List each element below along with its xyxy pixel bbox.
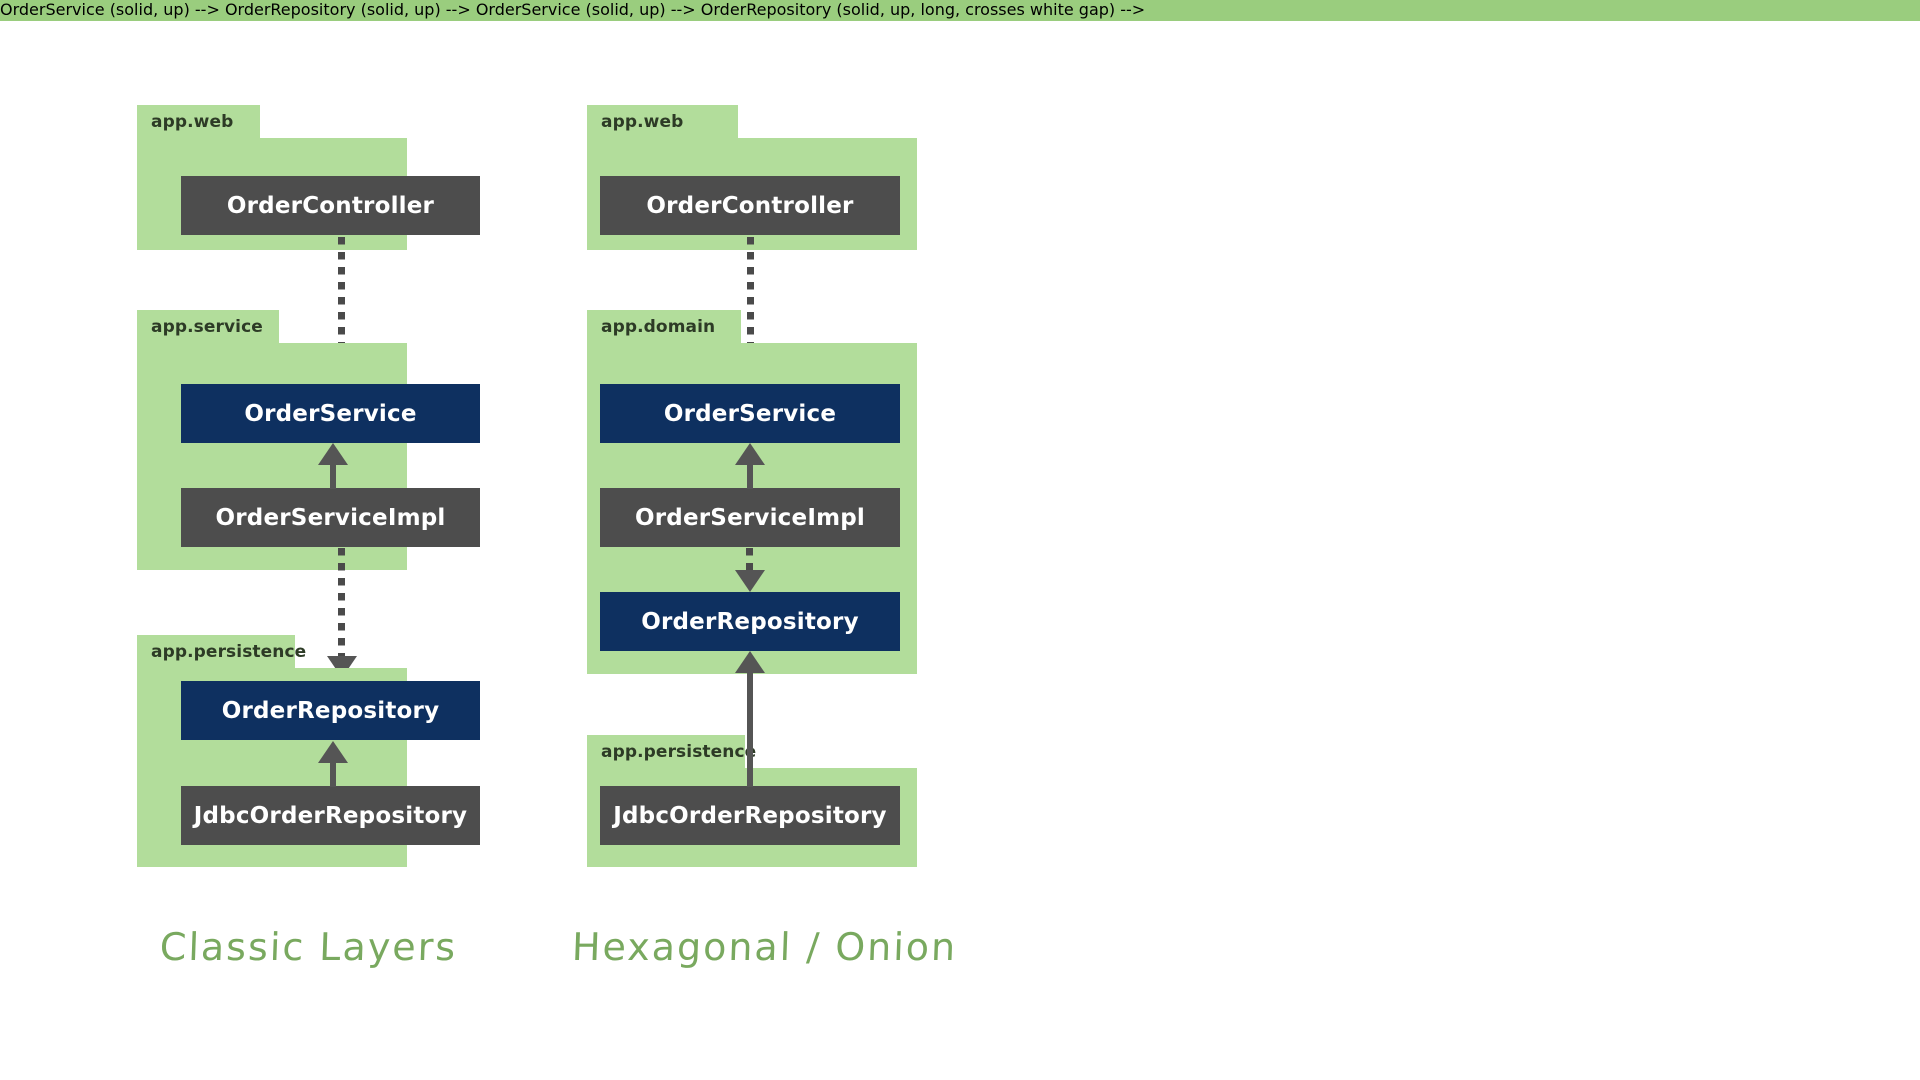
arrow-line-solid: [330, 761, 336, 787]
arrow-head-up-icon: [735, 443, 765, 465]
arrow-line-solid: [747, 463, 753, 489]
package-label-classic-app-service: app.service: [151, 316, 263, 337]
package-tab-classic-app-service: app.service: [137, 310, 279, 343]
top-accent-bar: [0, 0, 1920, 21]
package-tab-hex-app-persistence: app.persistence: [587, 735, 756, 768]
class-box-classic-orderrepository[interactable]: OrderRepository: [181, 681, 480, 740]
arrow-classic-jdbcrepo-to-repository: [318, 741, 348, 787]
class-box-hex-orderserviceimpl[interactable]: OrderServiceImpl: [600, 488, 900, 547]
class-box-hex-orderservice[interactable]: OrderService: [600, 384, 900, 443]
arrow-head-down-icon: [735, 570, 765, 592]
class-box-classic-orderservice[interactable]: OrderService: [181, 384, 480, 443]
class-label-hex-jdbcorderrepository: JdbcOrderRepository: [613, 802, 887, 829]
arrow-hex-jdbcrepo-to-repository: [735, 651, 765, 787]
class-box-hex-ordercontroller[interactable]: OrderController: [600, 176, 900, 235]
class-label-hex-orderrepository: OrderRepository: [641, 608, 859, 635]
class-box-hex-orderrepository[interactable]: OrderRepository: [600, 592, 900, 651]
class-label-hex-ordercontroller: OrderController: [646, 192, 854, 219]
package-tab-classic-app-persistence: app.persistence: [137, 635, 306, 668]
class-box-classic-ordercontroller[interactable]: OrderController: [181, 176, 480, 235]
package-label-classic-app-web: app.web: [151, 111, 234, 132]
class-box-classic-jdbcorderrepository[interactable]: JdbcOrderRepository: [181, 786, 480, 845]
class-label-hex-orderservice: OrderService: [663, 400, 837, 427]
class-box-classic-orderserviceimpl[interactable]: OrderServiceImpl: [181, 488, 480, 547]
arrow-classic-serviceimpl-to-service: [318, 443, 348, 489]
class-label-classic-jdbcorderrepository: JdbcOrderRepository: [193, 802, 468, 829]
class-label-classic-orderservice: OrderService: [244, 400, 417, 427]
arrow-hex-serviceimpl-to-service: [735, 443, 765, 489]
package-label-hex-app-persistence: app.persistence: [601, 741, 757, 762]
package-tab-hex-app-domain: app.domain: [587, 310, 741, 343]
arrow-head-up-icon: [735, 651, 765, 673]
package-tab-hex-app-web: app.web: [587, 105, 738, 138]
class-label-hex-orderserviceimpl: OrderServiceImpl: [635, 504, 865, 531]
package-label-hex-app-web: app.web: [601, 111, 684, 132]
package-tab-classic-app-web: app.web: [137, 105, 260, 138]
class-label-classic-ordercontroller: OrderController: [226, 192, 435, 219]
package-label-classic-app-persistence: app.persistence: [151, 641, 307, 662]
class-label-classic-orderserviceimpl: OrderServiceImpl: [215, 504, 446, 531]
arrow-line-dotted: [746, 548, 753, 572]
caption-classic-layers: Classic Layers: [159, 925, 458, 969]
arrow-line-solid: [747, 671, 753, 787]
class-box-hex-jdbcorderrepository[interactable]: JdbcOrderRepository: [600, 786, 900, 845]
arrow-head-up-icon: [318, 741, 348, 763]
class-label-classic-orderrepository: OrderRepository: [221, 697, 440, 724]
arrow-line-dotted: [747, 237, 754, 355]
package-label-hex-app-domain: app.domain: [601, 316, 716, 337]
arrow-line-solid: [330, 463, 336, 489]
arrow-hex-serviceimpl-to-repository: [735, 548, 765, 593]
arrow-head-up-icon: [318, 443, 348, 465]
caption-hexagonal-onion: Hexagonal / Onion: [571, 925, 958, 969]
arrow-line-dotted: [338, 237, 345, 355]
arrow-line-dotted: [338, 548, 345, 660]
